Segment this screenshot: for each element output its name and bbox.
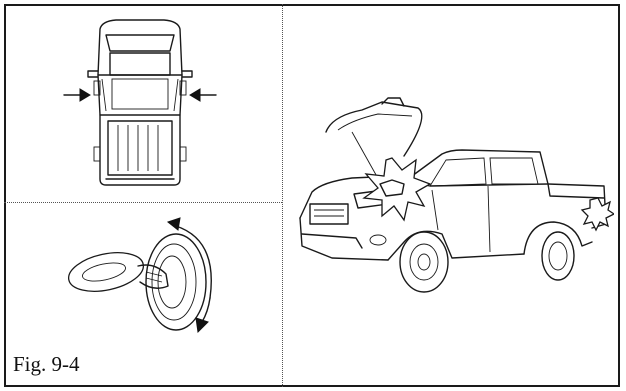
- panel-divider-vertical: [282, 4, 283, 387]
- figure-caption: Fig. 9-4: [13, 352, 80, 377]
- panel-divider-horizontal: [4, 202, 282, 203]
- truck-open-hood-illustration: [292, 86, 614, 298]
- key-in-lock-illustration: [58, 210, 228, 345]
- truck-top-view-illustration: [60, 15, 220, 195]
